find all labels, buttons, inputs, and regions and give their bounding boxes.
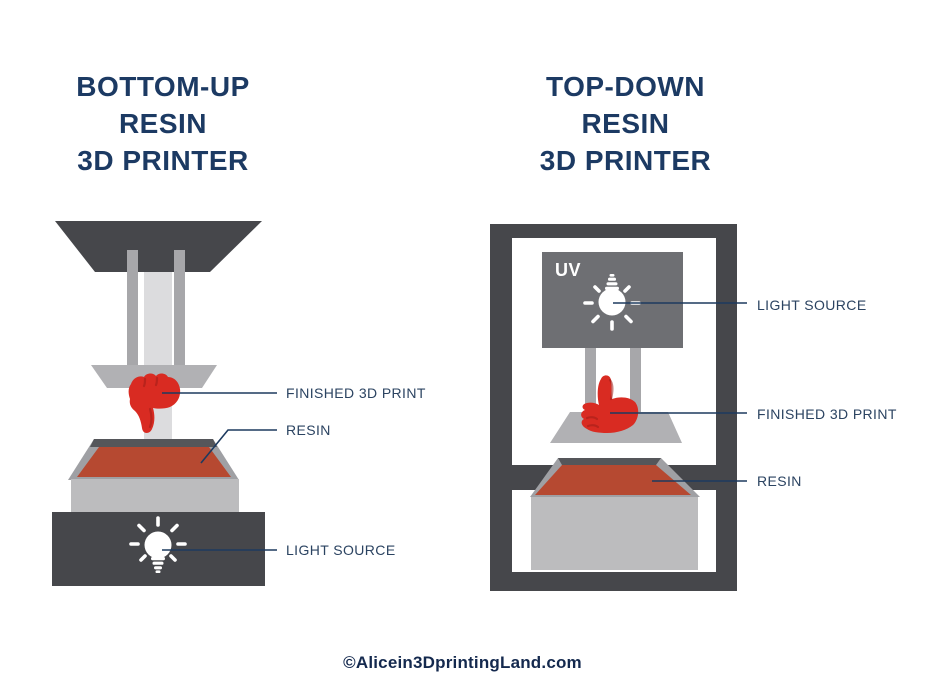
left-printer-title: BOTTOM-UP RESIN 3D PRINTER bbox=[38, 68, 288, 179]
right-resin-vat bbox=[530, 458, 700, 570]
right-light-source-unit bbox=[542, 252, 683, 348]
label-light-source-right: LIGHT SOURCE bbox=[757, 297, 867, 313]
label-resin-left: RESIN bbox=[286, 422, 331, 438]
thumbs-down-3d-print-icon bbox=[128, 373, 181, 433]
right-column-b bbox=[630, 348, 641, 414]
left-title-line-2: RESIN bbox=[118, 108, 208, 139]
left-column-b bbox=[174, 250, 185, 366]
label-finished-3d-print-right: FINISHED 3D PRINT bbox=[757, 406, 897, 422]
left-resin-surface bbox=[77, 447, 231, 477]
right-printer-title: TOP-DOWN RESIN 3D PRINTER bbox=[498, 68, 753, 179]
uv-label: UV bbox=[555, 260, 582, 280]
right-vat-front-wall bbox=[531, 497, 698, 570]
copyright-credit: ©Alicein3DprintingLand.com bbox=[343, 653, 582, 672]
left-vat-front-wall bbox=[71, 479, 239, 512]
top-down-printer-illustration bbox=[490, 224, 747, 591]
left-light-source-unit bbox=[52, 512, 265, 586]
left-title-line-3: 3D PRINTER bbox=[77, 145, 249, 176]
right-title-line-2: RESIN bbox=[581, 108, 670, 139]
left-vat-back-edge bbox=[90, 439, 217, 447]
right-vat-back-edge bbox=[558, 458, 661, 465]
left-title-line-1: BOTTOM-UP bbox=[76, 71, 250, 102]
label-light-source-left: LIGHT SOURCE bbox=[286, 542, 396, 558]
right-resin-surface bbox=[535, 465, 691, 495]
left-resin-line bbox=[200, 429, 277, 464]
thumbs-up-3d-print-icon bbox=[581, 375, 639, 433]
left-resin-vat bbox=[68, 439, 239, 512]
left-column-a bbox=[127, 250, 138, 366]
left-top-gantry bbox=[55, 221, 262, 272]
label-finished-3d-print-left: FINISHED 3D PRINT bbox=[286, 385, 426, 401]
bottom-up-printer-illustration bbox=[52, 221, 277, 586]
right-column-a bbox=[585, 348, 596, 414]
right-title-line-3: 3D PRINTER bbox=[539, 145, 712, 176]
right-title-line-1: TOP-DOWN bbox=[545, 71, 706, 102]
label-resin-right: RESIN bbox=[757, 473, 802, 489]
